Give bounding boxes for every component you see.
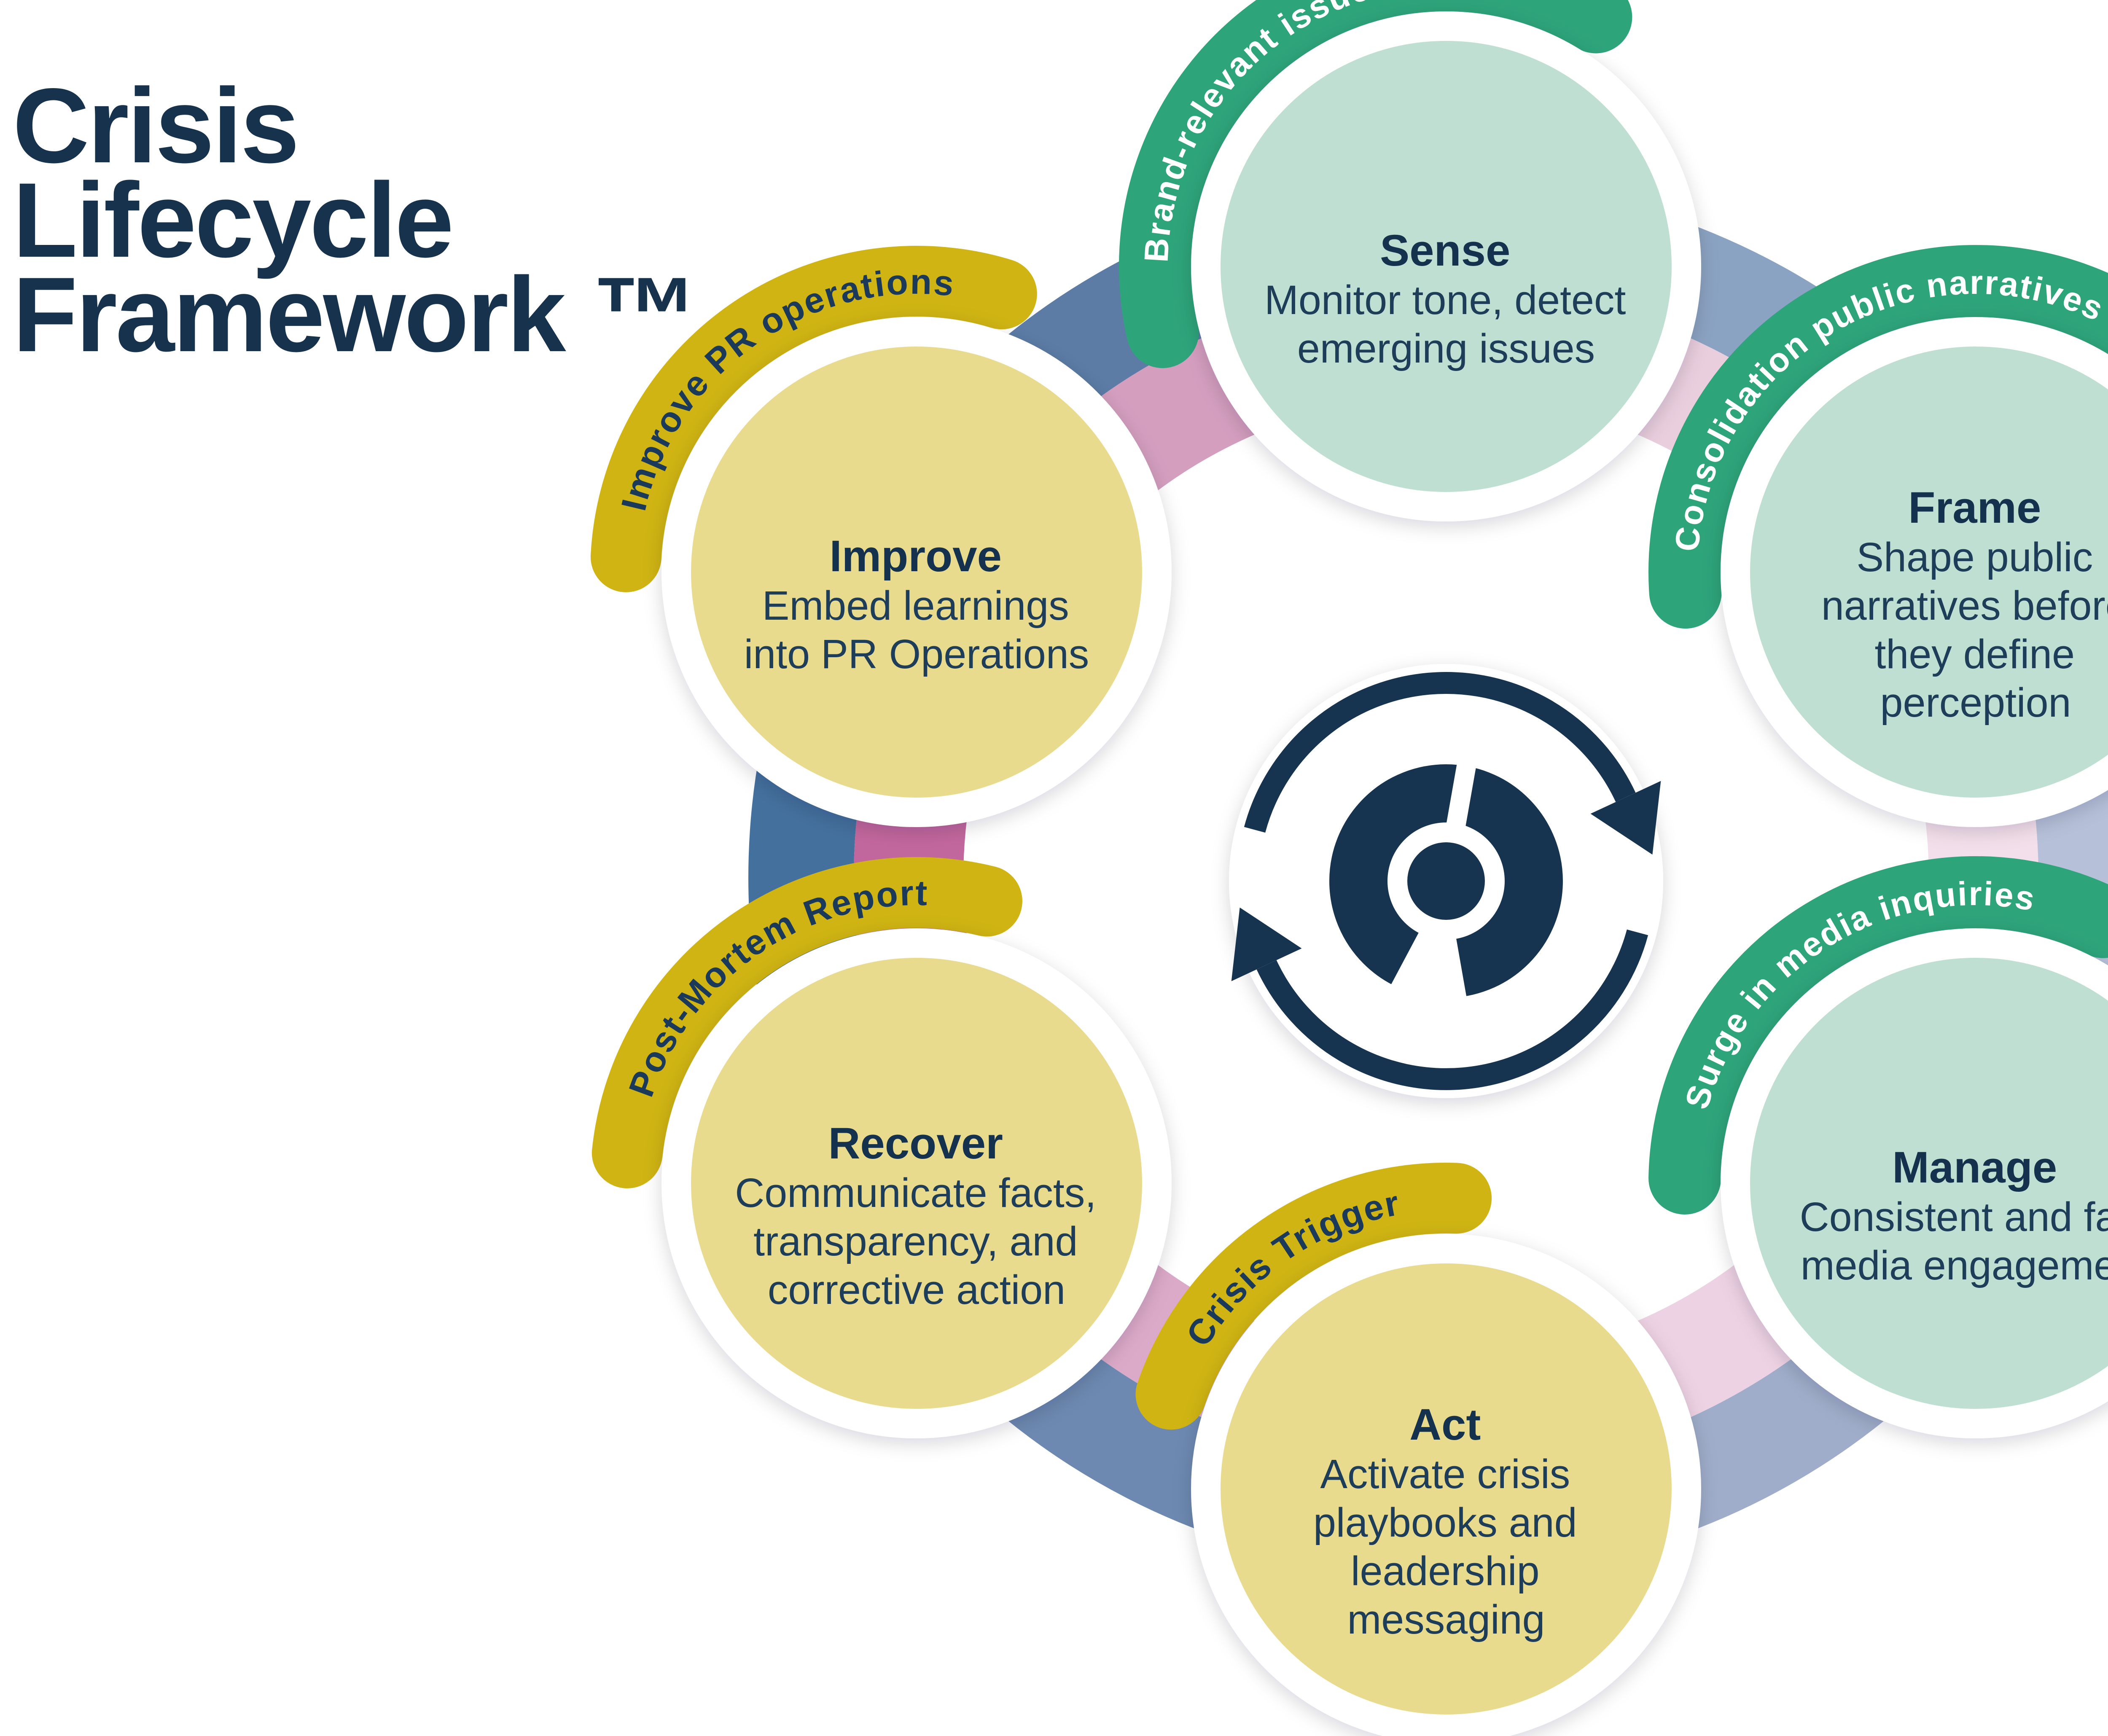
banner-band-sense	[1119, 0, 1632, 368]
cycle-arrows-icon	[1231, 672, 1661, 1090]
page-title-line: Framework ™	[13, 255, 699, 374]
stage-text-manage: Manage Consistent and fast media engagem…	[1800, 1143, 2108, 1288]
banner-band-act	[1135, 1162, 1492, 1430]
stage-circle-manage	[1721, 928, 2108, 1438]
stage-circles	[661, 11, 2108, 1736]
brand-p-logo-icon	[1329, 755, 1563, 1000]
stage-text-frame: Frame Shape public narratives before the…	[1821, 483, 2108, 726]
stage-circle-sense	[1191, 11, 1701, 521]
stage-labels: Sense Monitor tone, detect emerging issu…	[735, 226, 2108, 1642]
banner-band-recover	[592, 857, 1022, 1188]
page-title-line: Lifecycle	[13, 161, 454, 279]
stage-circle-frame	[1721, 317, 2108, 827]
stage-text-sense: Sense Monitor tone, detect emerging issu…	[1264, 226, 1628, 371]
banner-band-frame	[1648, 245, 2108, 629]
stage-text-act: Act Activate crisis playbooks and leader…	[1313, 1400, 1579, 1642]
stage-circle-improve	[661, 317, 1172, 827]
center-lifecycle-logo	[1229, 664, 1663, 1098]
page-title-line: Crisis	[13, 66, 299, 185]
banner-band-manage	[1648, 856, 2108, 1215]
stage-circle-recover	[661, 928, 1172, 1438]
stage-banners: Brand-relevant issue emerges Consolidati…	[590, 0, 2108, 1430]
stage-circle-act	[1191, 1234, 1701, 1736]
stage-text-recover: Recover Communicate facts, transparency,…	[735, 1119, 1098, 1313]
banner-band-improve	[590, 246, 1037, 592]
page-title: Crisis Lifecycle Framework ™	[13, 66, 699, 374]
